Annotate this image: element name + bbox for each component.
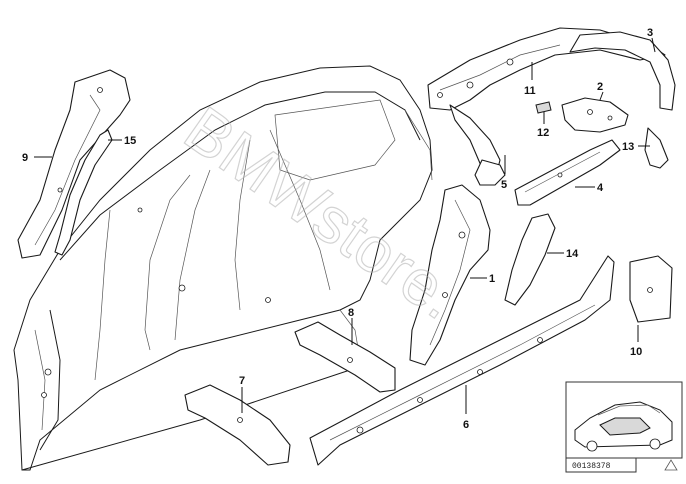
reference-number: 00138378 [572, 462, 611, 471]
callout-label-9: 9 [22, 152, 28, 164]
callout-label-7: 7 [239, 375, 245, 387]
car-thumbnail-box: 00138378 [565, 381, 683, 473]
part-6-sill [309, 255, 615, 466]
callout-label-14: 14 [566, 248, 579, 260]
callout-label-12: 12 [537, 127, 549, 139]
part-3-wheel-arch [569, 31, 676, 111]
callout-label-6: 6 [463, 419, 469, 431]
part-12-tab [535, 101, 552, 114]
callout-label-3: 3 [647, 27, 653, 39]
callout-label-1: 1 [489, 273, 495, 285]
part-2-bracket [561, 97, 629, 133]
callout-label-13: 13 [622, 141, 634, 153]
part-8-floor-bracket [294, 321, 396, 393]
callout-label-4: 4 [597, 182, 604, 194]
part-13-bracket [644, 127, 669, 169]
callout-label-15: 15 [124, 135, 136, 147]
callout-label-10: 10 [630, 346, 642, 358]
part-10-rear-panel [629, 255, 673, 323]
callout-label-8: 8 [348, 307, 354, 319]
callout-label-2: 2 [597, 81, 603, 93]
corner-triangle-icon [664, 459, 678, 471]
callout-label-11: 11 [524, 85, 536, 97]
body-side-frame [13, 65, 433, 471]
part-5-pillar-lower [474, 159, 506, 186]
part-4-reinforcement [514, 139, 621, 206]
part-9-pillar-reinforcement [17, 69, 131, 259]
part-1-b-pillar [409, 184, 491, 366]
callout-label-5: 5 [501, 179, 507, 191]
callouts: 1 2 3 4 5 6 7 8 9 10 11 12 13 14 15 [22, 27, 656, 431]
part-14-c-pillar [504, 213, 556, 306]
part-7-rear-bracket [184, 384, 291, 466]
car-thumbnail-icon [574, 401, 673, 452]
part-15-bracket [54, 129, 113, 256]
watermark-text: BMWstore. [172, 92, 473, 332]
